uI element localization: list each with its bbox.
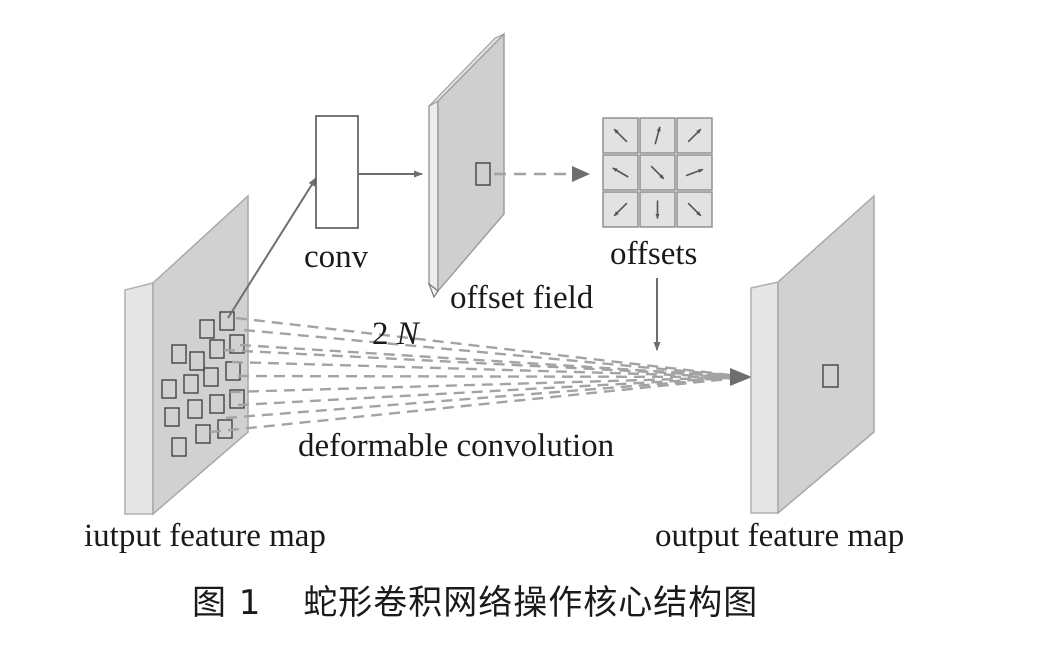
offset-arrow-icon xyxy=(612,167,629,178)
offset-field-label: offset field xyxy=(450,280,594,316)
offset-arrow-icon xyxy=(650,165,665,180)
arrow-input-to-conv xyxy=(227,177,317,319)
offsets-label: offsets xyxy=(610,236,698,272)
offset-field-side xyxy=(428,99,439,293)
offset-arrow-icon xyxy=(654,126,661,145)
offset-arrow-icon xyxy=(613,128,628,143)
channels-label: 2 N xyxy=(372,318,419,351)
input-feature-map-panel xyxy=(124,194,249,516)
offset-field-face xyxy=(437,32,505,293)
input-panel-face xyxy=(152,194,249,516)
offsets-grid xyxy=(602,117,713,228)
figure-caption: 图 1 蛇形卷积网络操作核心结构图 xyxy=(192,586,758,620)
conv-label: conv xyxy=(304,239,369,275)
offset-field-top xyxy=(428,33,505,107)
input-panel-side xyxy=(124,282,154,515)
offset-field-window xyxy=(475,162,491,186)
offset-arrow-icon xyxy=(687,202,702,217)
output-feature-map-panel xyxy=(750,194,875,515)
output-panel-side xyxy=(750,281,779,514)
offset-field-tip xyxy=(427,282,439,299)
deformable-convolution-label: deformable convolution xyxy=(298,428,615,464)
offset-arrow-icon xyxy=(613,202,628,217)
channels-var: N xyxy=(396,316,419,352)
offset-field-panel xyxy=(427,32,505,299)
input-feature-map-label: iutput feature map xyxy=(84,518,326,554)
output-panel-face xyxy=(777,194,875,515)
offsets-arrowhead xyxy=(572,166,590,182)
figure-number: 图 1 xyxy=(192,583,262,623)
figure-title: 蛇形卷积网络操作核心结构图 xyxy=(303,583,759,623)
offset-arrow-icon xyxy=(685,168,704,177)
sampling-arrowhead xyxy=(730,368,752,386)
deformable-sampling-lines xyxy=(209,316,749,434)
conv-block xyxy=(315,115,359,229)
output-window xyxy=(822,364,839,388)
channels-num: 2 xyxy=(372,316,389,352)
output-feature-map-label: output feature map xyxy=(655,518,905,554)
sampling-points xyxy=(161,311,245,457)
offset-arrow-icon xyxy=(687,128,702,143)
